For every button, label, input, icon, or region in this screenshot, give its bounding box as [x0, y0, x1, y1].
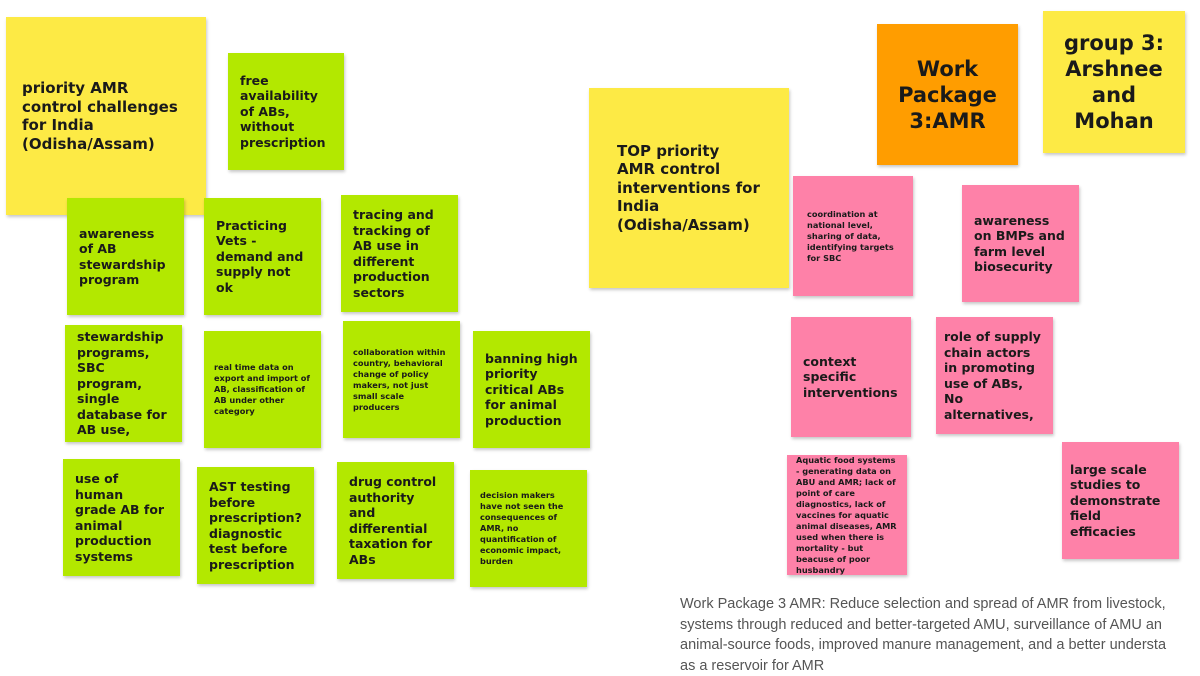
description-line: animal-source foods, improved manure man…	[680, 635, 1166, 656]
note-text: collaboration within country, behavioral…	[353, 347, 450, 413]
description-line: Work Package 3 AMR: Reduce selection and…	[680, 594, 1166, 615]
sticky-note-decision-makers[interactable]: decision makers have not seen the conseq…	[470, 470, 587, 587]
note-text: large scale studies to demonstrate field…	[1070, 462, 1171, 540]
sticky-note-human-grade[interactable]: use of human grade AB for animal product…	[63, 459, 180, 576]
sticky-note-collaboration[interactable]: collaboration within country, behavioral…	[343, 321, 460, 438]
sticky-note-banning[interactable]: banning high priority critical ABs for a…	[473, 331, 590, 448]
note-text: context specific interventions	[803, 354, 899, 401]
note-text: use of human grade AB for animal product…	[75, 471, 168, 564]
sticky-note-drug-control[interactable]: drug control authority and differential …	[337, 462, 454, 579]
sticky-note-real-time-data[interactable]: real time data on export and import of A…	[204, 331, 321, 448]
sticky-note-interventions-title[interactable]: TOP priority AMR control interventions f…	[589, 88, 789, 288]
sticky-note-stewardship-programs[interactable]: stewardship programs, SBC program, singl…	[65, 325, 182, 442]
note-text: Aquatic food systems - generating data o…	[796, 455, 898, 576]
description-line: systems through reduced and better-targe…	[680, 615, 1166, 636]
description-line: as a reservoir for AMR	[680, 656, 1166, 676]
sticky-note-work-package[interactable]: Work Package 3:AMR	[877, 24, 1018, 165]
sticky-note-supply-chain[interactable]: role of supply chain actors in promoting…	[936, 317, 1053, 434]
note-text: banning high priority critical ABs for a…	[485, 351, 578, 429]
note-text: TOP priority AMR control interventions f…	[617, 142, 761, 235]
sticky-note-coordination[interactable]: coordination at national level, sharing …	[793, 176, 913, 296]
note-text: decision makers have not seen the conseq…	[480, 490, 577, 567]
note-text: priority AMR control challenges for Indi…	[22, 79, 190, 153]
sticky-note-awareness-stewardship[interactable]: awareness of AB stewardship program	[67, 198, 184, 315]
note-text: AST testing before prescription? diagnos…	[209, 479, 302, 572]
note-text: free availability of ABs, without prescr…	[240, 73, 332, 151]
note-text: real time data on export and import of A…	[214, 362, 311, 417]
note-text: drug control authority and differential …	[349, 474, 442, 567]
note-text: tracing and tracking of AB use in differ…	[353, 207, 446, 300]
sticky-note-challenges-title[interactable]: priority AMR control challenges for Indi…	[6, 17, 206, 215]
sticky-note-aquatic[interactable]: Aquatic food systems - generating data o…	[787, 455, 907, 575]
sticky-note-tracing-tracking[interactable]: tracing and tracking of AB use in differ…	[341, 195, 458, 312]
note-text: Practicing Vets - demand and supply not …	[216, 218, 309, 296]
note-text: stewardship programs, SBC program, singl…	[77, 329, 170, 438]
note-text: coordination at national level, sharing …	[807, 209, 899, 264]
sticky-note-practicing-vets[interactable]: Practicing Vets - demand and supply not …	[204, 198, 321, 315]
sticky-note-awareness-bmps[interactable]: awareness on BMPs and farm level biosecu…	[962, 185, 1079, 302]
sticky-note-free-availability[interactable]: free availability of ABs, without prescr…	[228, 53, 344, 170]
sticky-note-large-scale[interactable]: large scale studies to demonstrate field…	[1062, 442, 1179, 559]
work-package-description[interactable]: Work Package 3 AMR: Reduce selection and…	[680, 594, 1166, 676]
sticky-note-ast-testing[interactable]: AST testing before prescription? diagnos…	[197, 467, 314, 584]
note-text: group 3: Arshnee and Mohan	[1051, 30, 1177, 134]
note-text: awareness on BMPs and farm level biosecu…	[974, 213, 1067, 275]
note-text: Work Package 3:AMR	[885, 56, 1010, 134]
note-text: awareness of AB stewardship program	[79, 226, 172, 288]
note-text: role of supply chain actors in promoting…	[944, 329, 1045, 422]
sticky-note-group[interactable]: group 3: Arshnee and Mohan	[1043, 11, 1185, 153]
sticky-note-context-specific[interactable]: context specific interventions	[791, 317, 911, 437]
